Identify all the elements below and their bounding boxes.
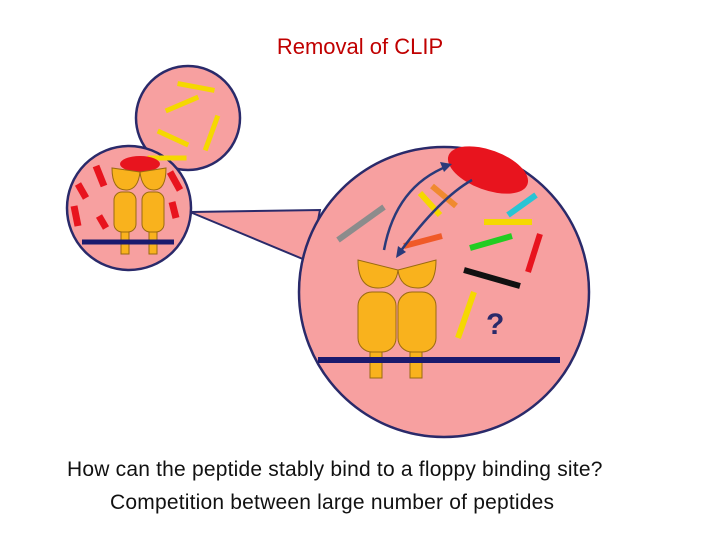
zoomed-cell-contents	[318, 146, 560, 379]
zoom-connector	[189, 208, 322, 264]
slide-title: Removal of CLIP	[276, 34, 444, 59]
clip-exit-arrow	[382, 164, 449, 251]
peptide-entry-arrow	[398, 178, 473, 253]
caption-question: How can the peptide stably bind to a flo…	[67, 458, 603, 481]
caption-answer: Competition between large number of pept…	[110, 491, 555, 514]
question-mark: ?	[486, 308, 504, 341]
small-cell-contents	[70, 156, 184, 255]
vesicle-peptides	[147, 81, 221, 161]
